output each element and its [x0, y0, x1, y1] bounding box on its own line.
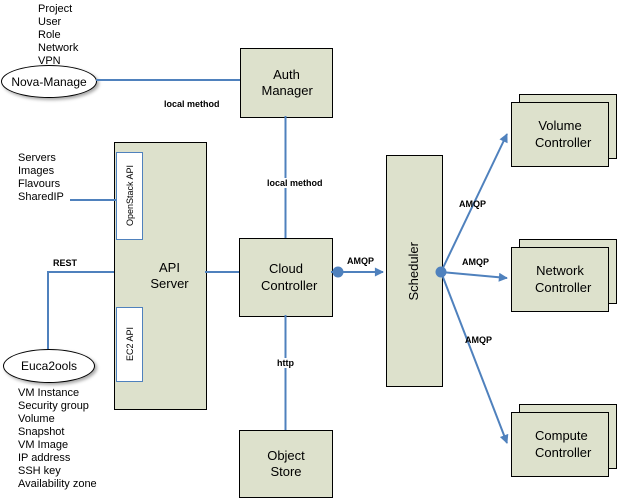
list-item: Servers: [18, 152, 56, 164]
node-label: Volume Controller: [535, 118, 592, 150]
list-item: Role: [38, 29, 61, 41]
node-label: Euca2ools: [20, 359, 78, 373]
list-item: Network: [38, 42, 79, 54]
node-label: Object Store: [267, 447, 305, 479]
edge-label-http: http: [276, 358, 295, 368]
node-label: EC2 API: [124, 327, 135, 362]
list-item: Flavours: [18, 178, 61, 190]
list-item: Availability zone: [18, 478, 97, 490]
node-label: OpenStack API: [124, 165, 135, 227]
edge-label-amqp-cloud-scheduler: AMQP: [347, 256, 374, 266]
node-network-controller: Network Controller: [511, 247, 609, 312]
node-label: API Server: [150, 259, 189, 291]
edge-scheduler-computecontroller: [440, 271, 509, 444]
node-label: Auth Manager: [261, 66, 313, 98]
list-item: SharedIP: [18, 191, 64, 203]
list-item: VPN: [38, 55, 61, 67]
list-item: Volume: [18, 413, 55, 425]
edge-label-rest: REST: [53, 258, 78, 268]
node-scheduler: Scheduler: [386, 155, 443, 387]
edge-label-local-method-2: local method: [266, 178, 324, 188]
list-item: Snapshot: [18, 426, 65, 438]
node-cloud-controller: Cloud Controller: [239, 238, 333, 317]
list-item: Security group: [18, 400, 89, 412]
list-item: VM Image: [18, 439, 69, 451]
node-compute-controller: Compute Controller: [511, 412, 609, 477]
node-label: Network Controller: [535, 263, 592, 295]
list-item: IP address: [18, 452, 71, 464]
node-object-store: Object Store: [239, 430, 333, 498]
edge-euca2ools-apiserver: [47, 271, 114, 349]
node-volume-controller: Volume Controller: [511, 102, 609, 167]
list-item: Project: [38, 3, 73, 15]
openstack-api-resource-list: Servers Images Flavours SharedIP: [18, 152, 64, 204]
list-item: Images: [18, 165, 55, 177]
amqp-hub-dot-cloudcontroller: [332, 266, 344, 278]
edge-label-local-method-1: local method: [164, 99, 220, 109]
list-item: SSH key: [18, 465, 61, 477]
node-ec2-api: EC2 API: [116, 307, 143, 382]
node-nova-manage: Nova-Manage: [1, 65, 97, 98]
edge-label-amqp-network: AMQP: [462, 257, 489, 267]
node-euca2ools: Euca2ools: [3, 349, 95, 383]
node-label: Nova-Manage: [11, 74, 87, 89]
nova-manage-command-list: Project User Role Network VPN: [38, 3, 78, 68]
list-item: VM Instance: [18, 387, 80, 399]
node-label: Cloud Controller: [261, 261, 318, 293]
edge-label-amqp-volume: AMQP: [459, 199, 486, 209]
node-label: Scheduler: [406, 241, 422, 301]
node-openstack-api: OpenStack API: [116, 152, 143, 240]
node-label: Compute Controller: [535, 428, 592, 460]
node-auth-manager: Auth Manager: [240, 48, 333, 118]
edge-label-amqp-compute: AMQP: [465, 335, 492, 345]
list-item: User: [38, 16, 62, 28]
euca2ools-resource-list: VM Instance Security group Volume Snapsh…: [18, 387, 97, 491]
edge-scheduler-networkcontroller: [440, 271, 508, 282]
